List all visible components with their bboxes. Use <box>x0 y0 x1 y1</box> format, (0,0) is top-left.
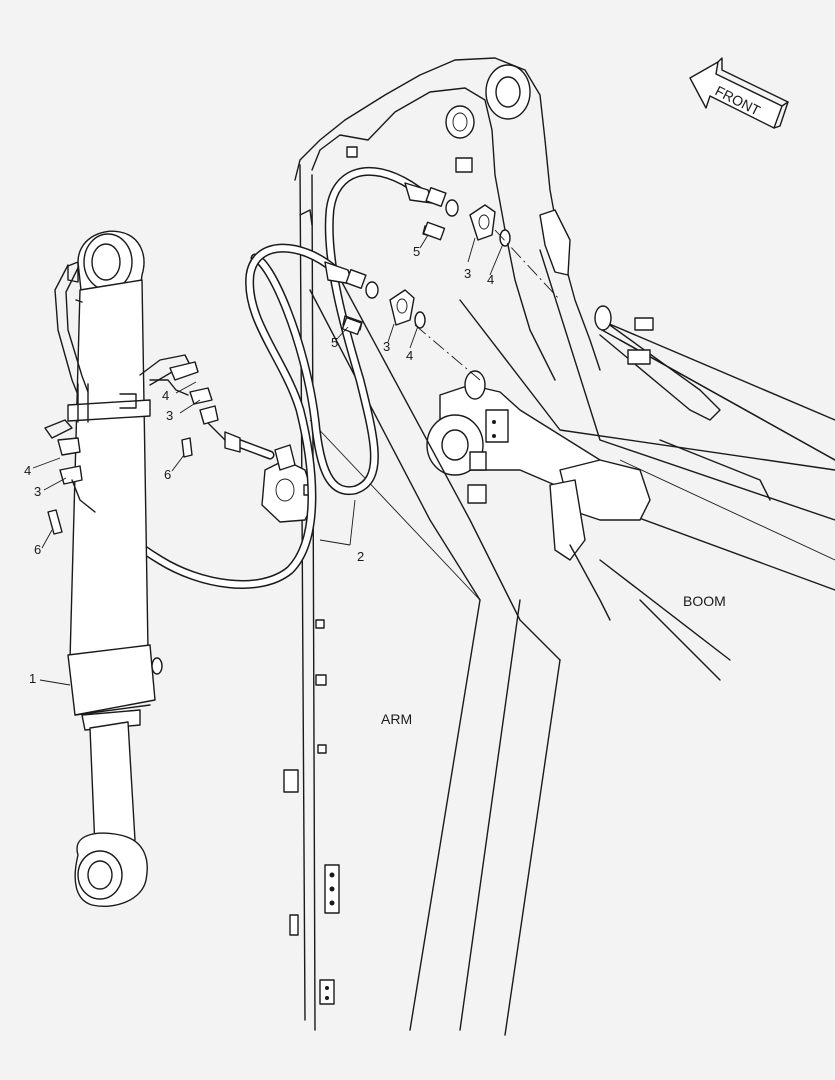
callout-2: 2 <box>357 549 364 564</box>
callout-3-top: 3 <box>464 266 471 281</box>
arm-structure <box>261 119 561 1036</box>
hydraulic-cylinder <box>54 230 191 907</box>
callout-5-top: 5 <box>413 244 420 259</box>
boom-structure <box>344 57 835 681</box>
leader-lines <box>32 234 504 686</box>
callout-6-left-upper: 6 <box>164 467 171 482</box>
callout-3-mid: 3 <box>383 339 390 354</box>
front-direction-arrow: FRONT <box>689 57 789 129</box>
callout-4-mid: 4 <box>406 348 413 363</box>
callout-5-mid: 5 <box>331 335 338 350</box>
boom-clamp-block <box>485 409 509 443</box>
region-label-arm: ARM <box>381 711 412 727</box>
cylinder-port-pipes <box>44 221 446 535</box>
callout-6-left-lower: 6 <box>34 542 41 557</box>
callout-3-left-upper: 3 <box>166 408 173 423</box>
callout-4-left-lower: 4 <box>24 463 31 478</box>
callout-4-left-upper: 4 <box>162 388 169 403</box>
callout-4-top: 4 <box>487 272 494 287</box>
region-label-boom: BOOM <box>683 593 726 609</box>
hose-assembly <box>94 166 459 589</box>
callout-1: 1 <box>29 671 36 686</box>
callout-3-left-lower: 3 <box>34 484 41 499</box>
